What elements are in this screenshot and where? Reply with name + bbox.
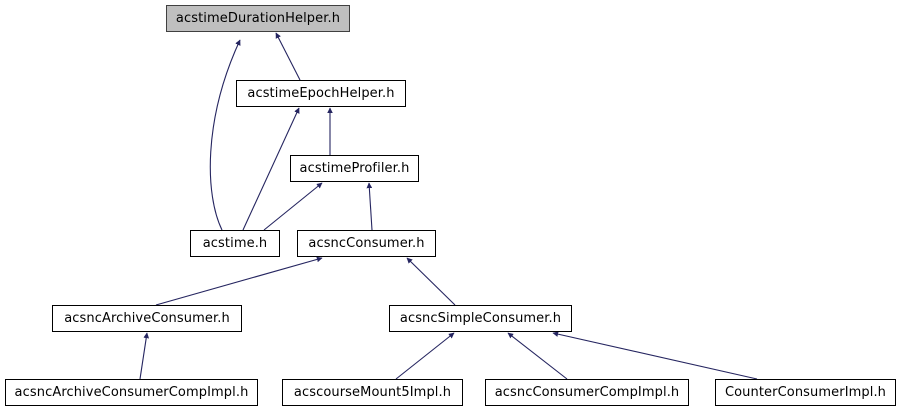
graph-node-label: acsncConsumerCompImpl.h	[494, 385, 680, 400]
graph-node-label: acstimeEpochHelper.h	[247, 86, 395, 101]
graph-node-acsncConsumer[interactable]: acsncConsumer.h	[297, 230, 436, 257]
graph-node-label: acsncSimpleConsumer.h	[399, 311, 562, 326]
graph-node-label: acsncConsumer.h	[308, 236, 425, 251]
graph-node-CounterConsumerImpl[interactable]: CounterConsumerImpl.h	[715, 379, 896, 406]
graph-edge-acsncSimpleConsumer-to-acsncConsumer	[406, 257, 456, 306]
graph-edge-acstimeEpochHelper-to-acstimeDurationHelper	[275, 32, 301, 81]
graph-node-label: acstime.h	[202, 236, 268, 251]
graph-node-acstimeProfiler[interactable]: acstimeProfiler.h	[290, 155, 419, 182]
graph-node-label: acstimeProfiler.h	[299, 161, 410, 176]
graph-node-label: acsncArchiveConsumerCompImpl.h	[14, 385, 249, 400]
graph-node-acscourseMount5Impl[interactable]: acscourseMount5Impl.h	[282, 379, 463, 406]
graph-node-acstimeEpochHelper[interactable]: acstimeEpochHelper.h	[236, 80, 406, 107]
graph-edge-acsncArchiveConsumerCompImpl-to-acsncArchiveConsumer	[139, 332, 150, 380]
graph-edge-acsncConsumer-to-acstimeProfiler	[366, 182, 373, 231]
graph-node-acsncConsumerCompImpl[interactable]: acsncConsumerCompImpl.h	[485, 379, 689, 406]
graph-node-acsncArchiveConsumer[interactable]: acsncArchiveConsumer.h	[52, 305, 242, 332]
graph-edge-acscourseMount5Impl-to-acsncSimpleConsumer	[395, 332, 455, 380]
graph-node-acsncSimpleConsumer[interactable]: acsncSimpleConsumer.h	[389, 305, 572, 332]
graph-edge-acstime-to-acstimeProfiler	[263, 182, 323, 231]
graph-node-acstime[interactable]: acstime.h	[190, 230, 280, 257]
graph-edge-acsncConsumerCompImpl-to-acsncSimpleConsumer	[507, 332, 568, 380]
graph-node-label: acscourseMount5Impl.h	[293, 385, 452, 400]
graph-node-label: acstimeDurationHelper.h	[175, 11, 341, 26]
graph-node-label: CounterConsumerImpl.h	[724, 385, 887, 400]
graph-node-acstimeDurationHelper[interactable]: acstimeDurationHelper.h	[166, 5, 350, 32]
graph-edge-CounterConsumerImpl-to-acsncSimpleConsumer	[552, 331, 758, 380]
graph-edge-acsncArchiveConsumer-to-acsncConsumer	[155, 256, 323, 306]
graph-edge-acstime-to-acstimeDurationHelper	[209, 39, 241, 231]
graph-node-label: acsncArchiveConsumer.h	[64, 311, 230, 326]
graph-node-acsncArchiveConsumerCompImpl[interactable]: acsncArchiveConsumerCompImpl.h	[5, 379, 258, 406]
